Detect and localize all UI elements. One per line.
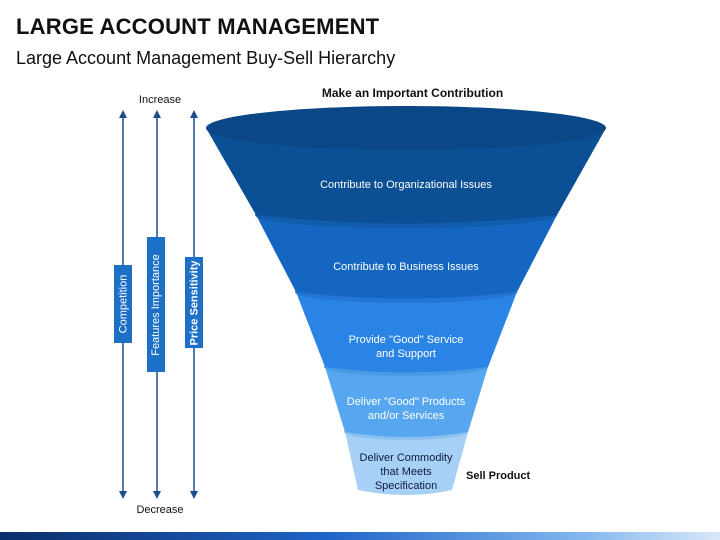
stage-3-line-2: and Support — [376, 348, 436, 360]
features-importance-indicator: Features Importance — [147, 237, 165, 372]
stage-4-line-2: and/or Services — [367, 410, 445, 422]
decrease-label: Decrease — [136, 504, 184, 516]
stage-2-text: Contribute to Business Issues — [296, 260, 516, 274]
stage-3-line-1: Provide "Good" Service — [348, 334, 464, 346]
slide-subtitle: Large Account Management Buy-Sell Hierar… — [16, 48, 396, 68]
competition-indicator: Competition — [114, 265, 132, 343]
stage-1-line-1: Contribute to Organizational Issues — [320, 179, 492, 191]
funnel-stage-5 — [345, 432, 468, 495]
slide-title: LARGE ACCOUNT MANAGEMENT — [16, 14, 380, 39]
stage-5-line-1: Deliver Commodity — [359, 452, 453, 464]
stage-5-line-2: that Meets — [380, 466, 432, 478]
stage-5-text: Deliver Commodity that Meets Specificati… — [351, 451, 461, 493]
competition-label: Competition — [117, 274, 130, 334]
sell-product-label: Sell Product — [466, 470, 531, 482]
features-importance-label: Features Importance — [150, 253, 162, 356]
stage-5-line-3: Specification — [374, 480, 438, 492]
stage-4-text: Deliver "Good" Products and/or Services — [331, 395, 481, 423]
bottom-accent-band — [0, 532, 720, 540]
stage-3-text: Provide "Good" Service and Support — [316, 333, 496, 361]
funnel-stage-1-rim — [206, 106, 606, 150]
stage-2-line-1: Contribute to Business Issues — [333, 261, 479, 273]
increase-label: Increase — [138, 94, 182, 106]
price-sensitivity-indicator: Price Sensitivity — [185, 257, 203, 348]
stage-4-line-1: Deliver "Good" Products — [346, 396, 466, 408]
funnel-stage-1 — [206, 128, 606, 224]
stage-1-text: Contribute to Organizational Issues — [276, 178, 536, 192]
funnel-stage-2 — [256, 215, 557, 299]
funnel-heading: Make an Important Contribution — [321, 86, 504, 100]
funnel-stage-4 — [325, 367, 488, 437]
price-sensitivity-label: Price Sensitivity — [188, 260, 200, 345]
funnel-stage-3 — [296, 292, 517, 373]
